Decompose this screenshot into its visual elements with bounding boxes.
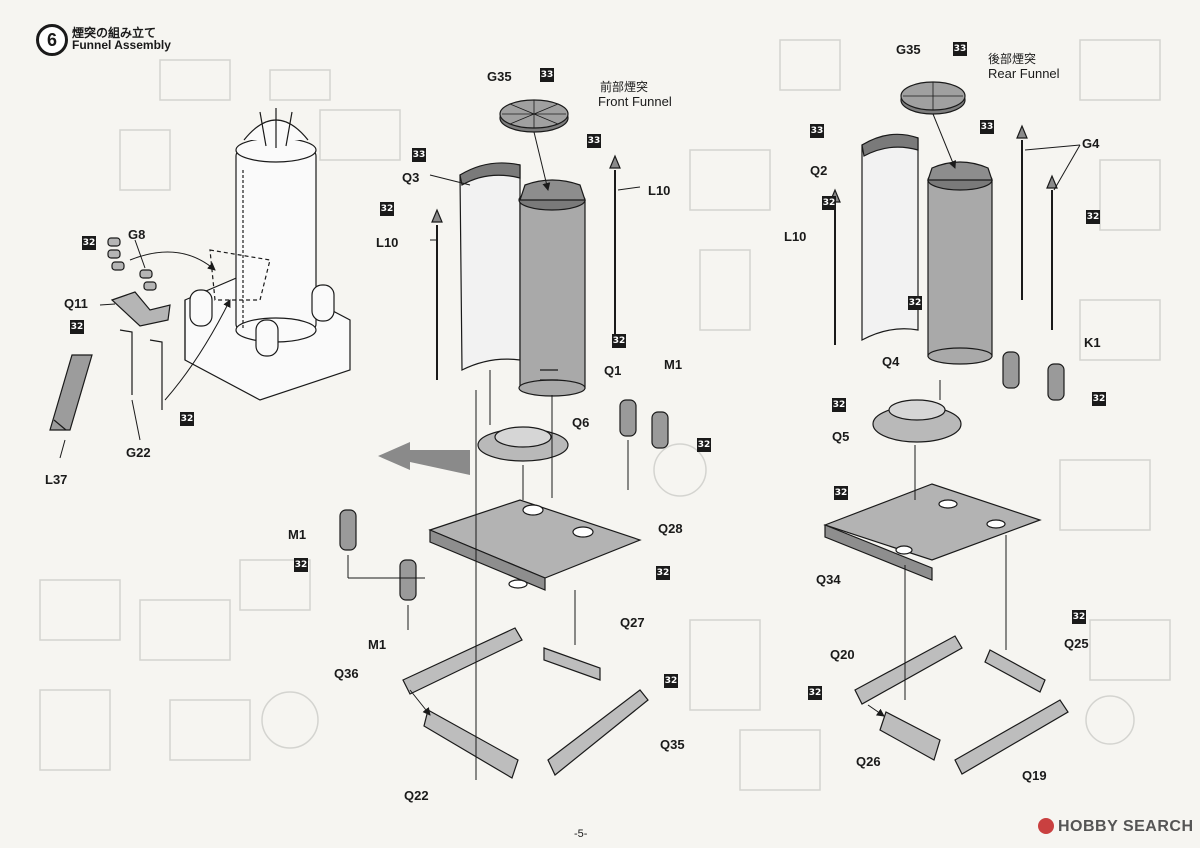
hobby-search-logo-icon	[1038, 818, 1054, 834]
part-label-k1: K1	[1084, 335, 1101, 350]
rear-funnel-title-jp: 後部煙突	[988, 52, 1037, 66]
thin-cement-icon: 33	[810, 124, 824, 138]
cement-icon: 32	[808, 686, 822, 700]
cement-icon: 32	[1092, 392, 1106, 406]
thin-cement-icon: 33	[980, 120, 994, 134]
front-funnel-parts	[339, 99, 669, 779]
part-label-q27: Q27	[620, 615, 645, 630]
rear-funnel-title-en: Rear Funnel	[988, 66, 1060, 81]
watermark: HOBBY SEARCH	[1038, 818, 1194, 836]
part-label-q4: Q4	[882, 354, 900, 369]
cement-icon: 32	[834, 486, 848, 500]
part-label-q35: Q35	[660, 737, 685, 752]
cement-icon: 32	[1072, 610, 1086, 624]
front-funnel-title-en: Front Funnel	[598, 94, 672, 109]
step-title-english: Funnel Assembly	[72, 38, 171, 52]
rear-funnel-parts	[823, 81, 1069, 775]
thin-cement-icon: 33	[540, 68, 554, 82]
part-label-g22: G22	[126, 445, 151, 460]
direction-arrow	[378, 442, 470, 475]
cement-icon: 32	[908, 296, 922, 310]
part-label-m1-bottom: M1	[368, 637, 387, 652]
part-label-q20: Q20	[830, 647, 855, 662]
front-funnel-title-jp: 前部煙突	[600, 80, 649, 94]
part-label-l10-front-left: L10	[376, 235, 399, 250]
part-label-q19: Q19	[1022, 768, 1047, 783]
part-label-l10-front-right: L10	[648, 183, 671, 198]
watermark-text: HOBBY SEARCH	[1058, 818, 1194, 835]
part-label-g4: G4	[1082, 136, 1100, 151]
part-label-q5: Q5	[832, 429, 850, 444]
completed-funnel-view	[184, 108, 351, 401]
cement-icon: 32	[656, 566, 670, 580]
part-label-g35-rear: G35	[896, 42, 921, 57]
part-label-q36: Q36	[334, 666, 359, 681]
part-label-m1-left: M1	[288, 527, 307, 542]
part-label-g8: G8	[128, 227, 146, 242]
cement-icon: 32	[822, 196, 836, 210]
cement-icon: 32	[697, 438, 711, 452]
cement-icon: 32	[70, 320, 84, 334]
cement-icon: 32	[180, 412, 194, 426]
cement-icon: 32	[612, 334, 626, 348]
part-label-l37: L37	[45, 472, 68, 487]
part-label-q26: Q26	[856, 754, 881, 769]
part-label-q1: Q1	[604, 363, 622, 378]
step-title-japanese: 煙突の組み立て	[72, 26, 157, 40]
part-label-q6: Q6	[572, 415, 590, 430]
thin-cement-icon: 33	[412, 148, 426, 162]
cement-icon: 32	[380, 202, 394, 216]
part-label-q34: Q34	[816, 572, 841, 587]
part-label-q22: Q22	[404, 788, 429, 803]
cement-icon: 32	[664, 674, 678, 688]
small-parts-g8-q11	[49, 237, 171, 431]
cement-icon: 32	[82, 236, 96, 250]
part-label-q28: Q28	[658, 521, 683, 536]
cement-icon: 32	[832, 398, 846, 412]
part-label-q3: Q3	[402, 170, 420, 185]
cement-icon: 32	[1086, 210, 1100, 224]
part-label-q25: Q25	[1064, 636, 1089, 651]
page-number: -5-	[574, 828, 588, 840]
part-label-q2: Q2	[810, 163, 828, 178]
thin-cement-icon: 33	[587, 134, 601, 148]
part-label-q11: Q11	[64, 296, 88, 311]
part-label-m1-top: M1	[664, 357, 683, 372]
step-number-badge: 6	[36, 24, 68, 56]
part-label-l10-rear: L10	[784, 229, 807, 244]
cement-icon: 32	[294, 558, 308, 572]
thin-cement-icon: 33	[953, 42, 967, 56]
part-label-g35-front: G35	[487, 69, 512, 84]
